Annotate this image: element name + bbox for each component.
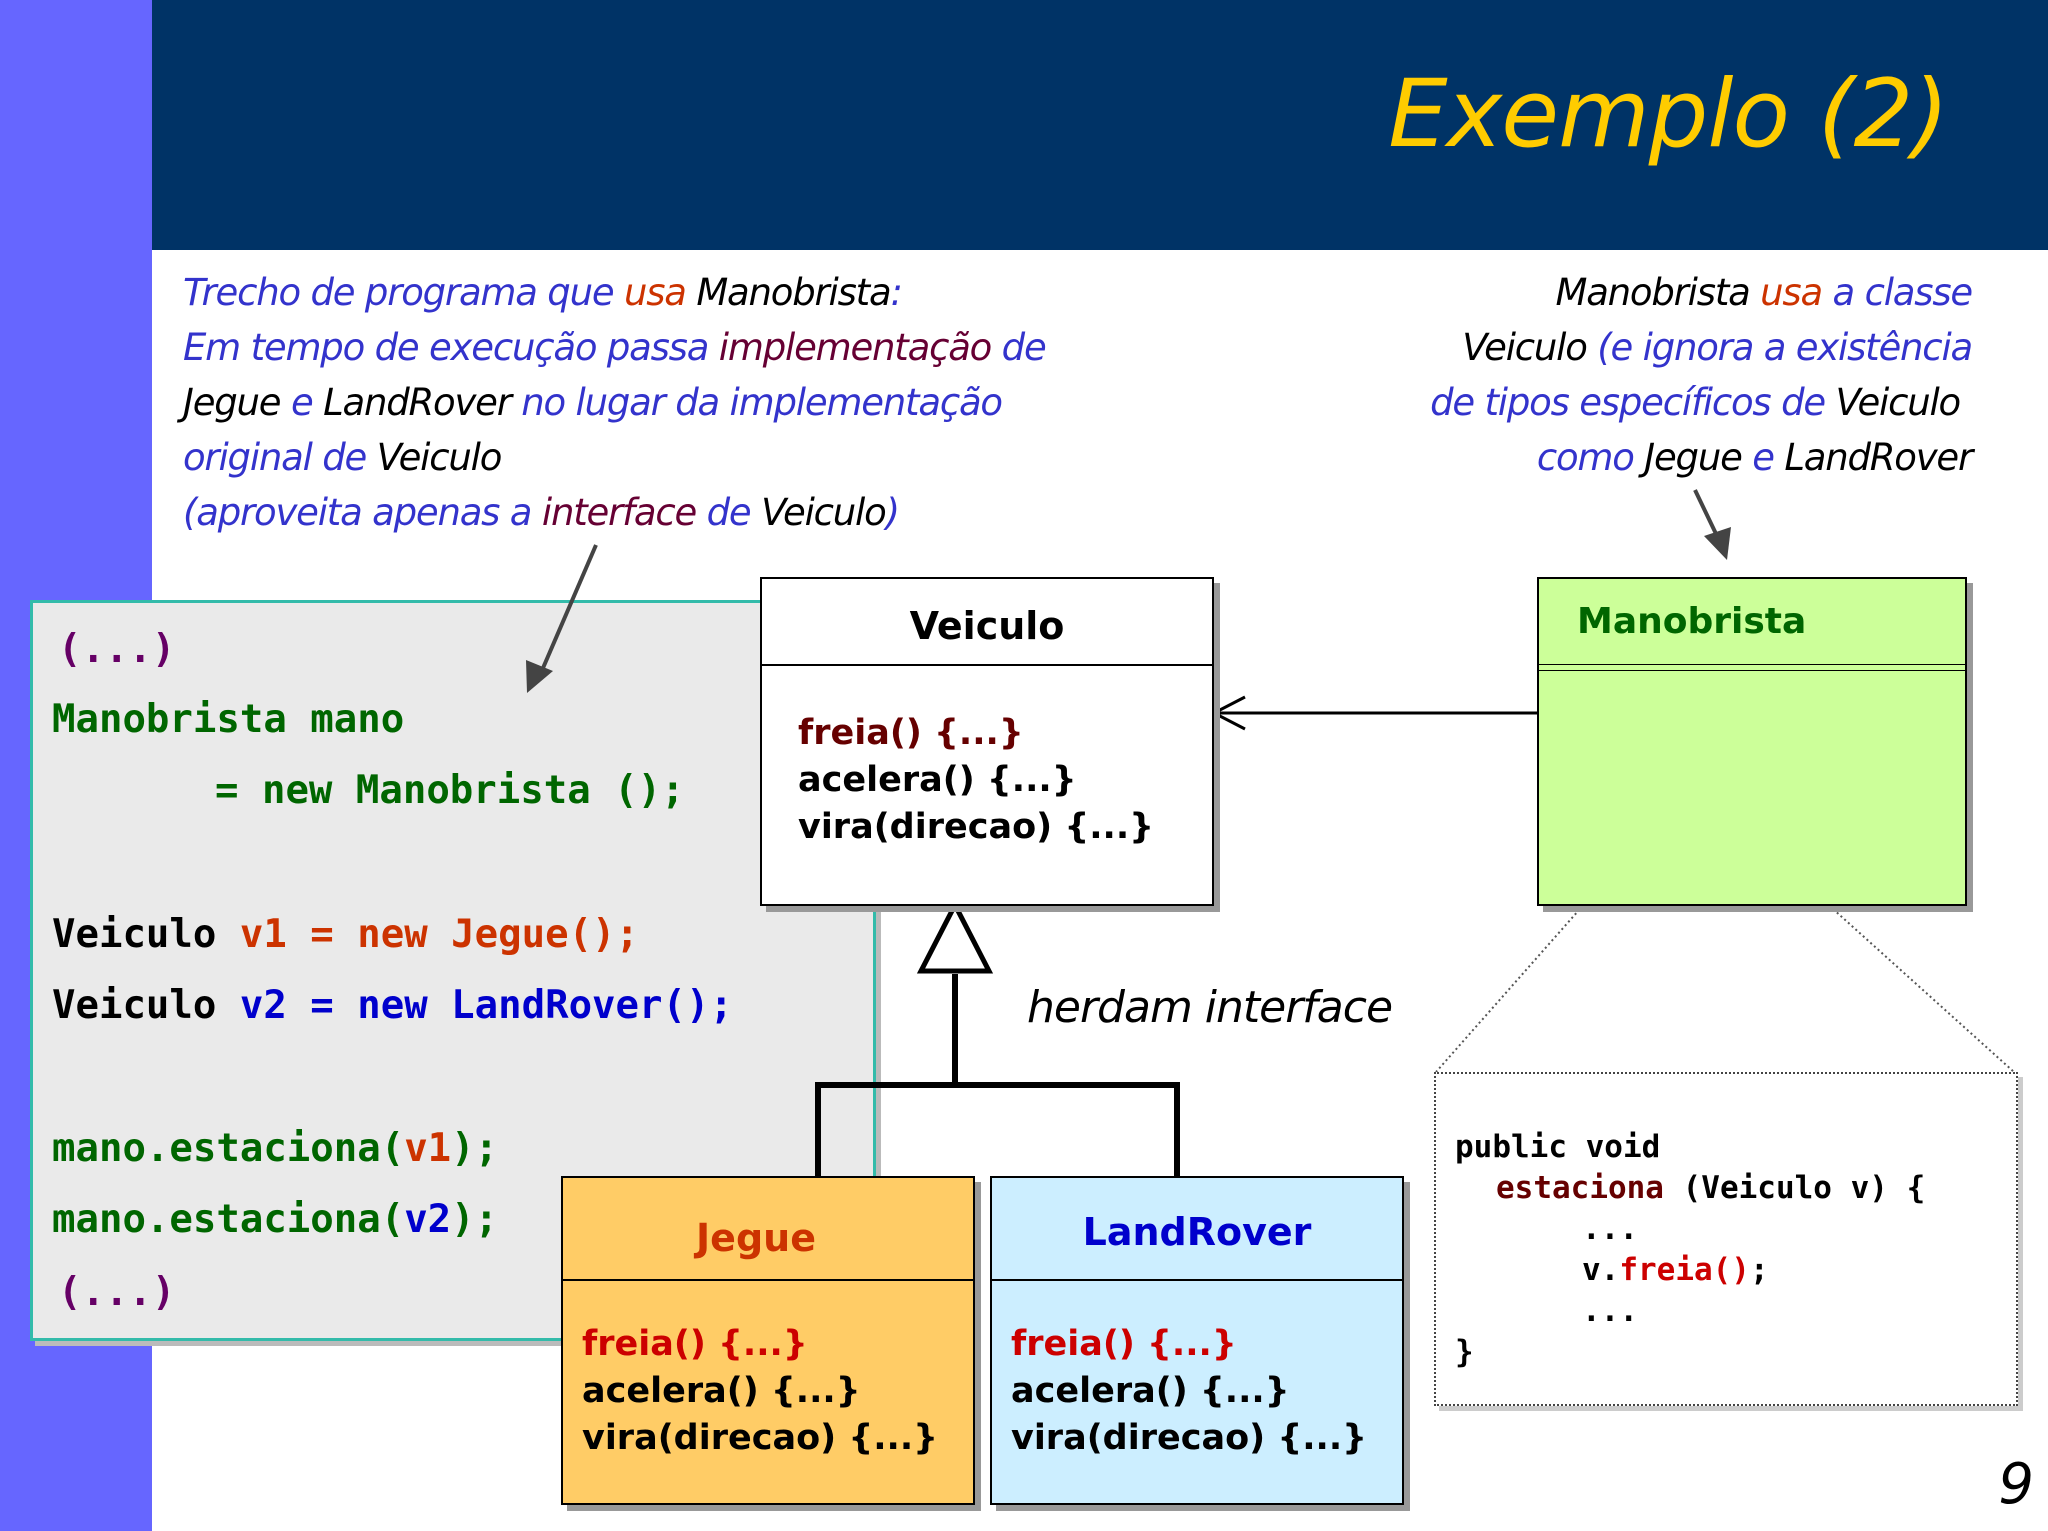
divider [762,664,1212,666]
method: acelera() {...} [582,1371,861,1411]
note-text: de [991,326,1047,369]
impl-code-line: estaciona (Veiculo v) { [1496,1170,1925,1206]
class-name: Manobrista [1577,601,1807,642]
impl-code-line: ... [1582,1211,1638,1247]
code-token: freia() [1619,1252,1750,1288]
method: freia() {...} [1011,1324,1237,1364]
note-left: Trecho de programa que usa Manobrista: E… [183,265,1047,540]
method: freia() {...} [798,713,1024,753]
note-text: Em tempo de execução passa [183,326,719,369]
note-text: (e ignora a existência [1586,326,1973,369]
note-right-arrowhead-icon [1704,527,1731,560]
code-token: estaciona [1496,1170,1664,1206]
impl-code-line: v.freia(); [1582,1252,1769,1288]
method: freia() {...} [582,1324,808,1364]
note-text: implementação [718,326,993,369]
code-token: (Veiculo v) { [1663,1170,1926,1206]
inherit-label: herdam interface [1027,982,1393,1033]
code-token: v1 = new Jegue(); [216,912,640,957]
class-name: Veiculo [909,604,1065,648]
note-text: original de [183,436,377,479]
association-arrowhead-icon [1210,695,1246,731]
code-token: mano.estaciona( [52,1126,405,1171]
class-jegue: Jegue freia() {...} acelera() {...} vira… [561,1176,975,1505]
code-line: Manobrista mano [52,697,405,742]
expansion-line-right [1691,781,2015,1073]
code-line: (...) [58,1270,176,1315]
class-name: LandRover [1082,1210,1312,1254]
method: acelera() {...} [1011,1371,1290,1411]
note-text: e [1741,436,1785,479]
note-text: de [696,491,762,534]
note-text: usa [623,271,687,314]
impl-code-line: public void [1455,1129,1661,1165]
method: vira(direcao) {...} [582,1418,939,1458]
class-veiculo: Veiculo freia() {...} acelera() {...} vi… [760,577,1214,906]
note-text: de tipos específicos de [1430,381,1836,424]
note-left-pointer [538,544,598,676]
note-left-arrowhead-icon [526,660,553,693]
note-text: (aproveita apenas a [183,491,542,534]
code-line: = new Manobrista (); [215,768,685,813]
code-token: Veiculo [52,912,217,957]
note-right: Manobrista usa a classe Veiculo (e ignor… [1430,265,1974,485]
divider [1539,664,1965,665]
note-text: Jegue [183,381,282,424]
note-text: no lugar da implementação [510,381,1003,424]
code-token: mano.estaciona( [52,1197,405,1242]
note-text: : [890,271,903,314]
code-line: Veiculo v2 = new LandRover(); [52,983,733,1028]
note-text: Manobrista [696,271,891,314]
note-text: Veiculo [761,491,887,534]
impl-code-line: ... [1582,1293,1638,1329]
divider [1539,670,1965,671]
code-token: ); [451,1197,499,1242]
implementation-box: public void estaciona (Veiculo v) { ... … [1434,1072,2018,1406]
code-token: v2 [404,1197,452,1242]
note-text: LandRover [323,381,512,424]
code-line: (...) [58,627,176,672]
code-token: v. [1582,1252,1620,1288]
note-right-pointer [1693,489,1720,539]
note-text: LandRover [1784,436,1973,479]
divider [563,1279,973,1281]
code-line: mano.estaciona(v1); [52,1126,498,1171]
class-name: Jegue [696,1216,816,1260]
method: acelera() {...} [798,760,1077,800]
page-number: 9 [1998,1452,2034,1517]
slide-header: Exemplo (2) [152,0,2048,250]
note-text: ) [885,491,900,534]
note-text: e [280,381,324,424]
note-text: interface [541,491,697,534]
impl-code-line: } [1455,1334,1474,1370]
note-text: como [1536,436,1645,479]
code-token: Veiculo [52,983,217,1028]
code-token: ); [451,1126,499,1171]
code-token: ; [1749,1252,1769,1288]
class-landrover: LandRover freia() {...} acelera() {...} … [990,1176,1404,1505]
code-line: mano.estaciona(v2); [52,1197,498,1242]
note-text: Trecho de programa que [183,271,624,314]
inheritance-triangle-icon [916,899,994,974]
note-text: Veiculo [1462,326,1588,369]
slide-title: Exemplo (2) [1388,60,1949,169]
note-text: Jegue [1644,436,1743,479]
method: vira(direcao) {...} [798,807,1155,847]
note-text: Manobrista [1555,271,1750,314]
code-line: Veiculo v1 = new Jegue(); [52,912,639,957]
divider [992,1279,1402,1281]
code-token: v1 [404,1126,452,1171]
note-text: usa [1749,271,1823,314]
note-text: Veiculo [376,436,503,479]
code-token: v2 = new LandRover(); [216,983,733,1028]
method: vira(direcao) {...} [1011,1418,1368,1458]
class-manobrista: Manobrista [1537,577,1967,906]
note-text: Veiculo [1835,381,1962,424]
note-text: a classe [1821,271,1974,314]
